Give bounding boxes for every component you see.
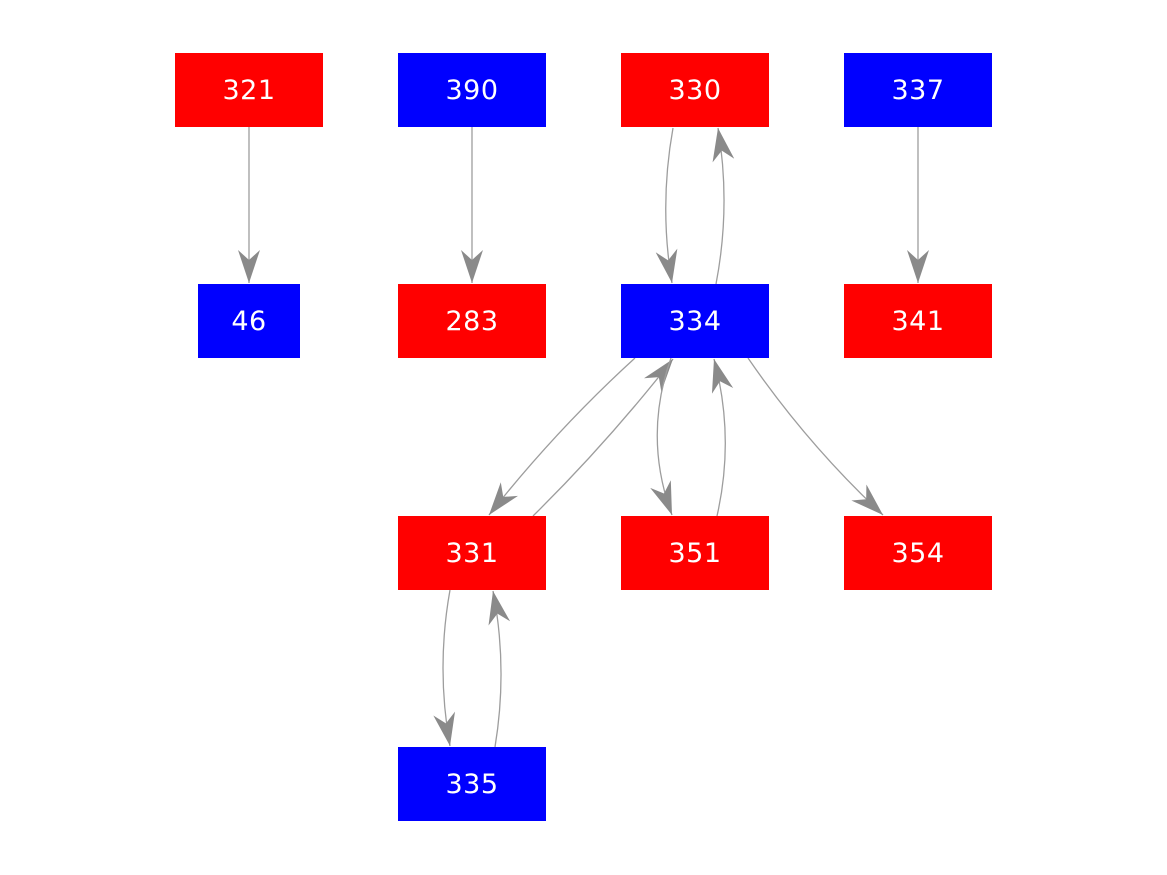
node-label: 335 bbox=[445, 768, 499, 800]
node-334: 334 bbox=[621, 284, 769, 358]
node-label: 351 bbox=[668, 537, 722, 569]
node-321: 321 bbox=[175, 53, 323, 127]
node-label: 390 bbox=[445, 74, 499, 106]
node-390: 390 bbox=[398, 53, 546, 127]
edge-334-330 bbox=[712, 127, 735, 285]
node-351: 351 bbox=[621, 516, 769, 590]
node-46: 46 bbox=[198, 284, 300, 358]
edge-334-354 bbox=[747, 357, 884, 516]
edge-334-331 bbox=[488, 357, 636, 516]
node-337: 337 bbox=[844, 53, 992, 127]
node-label: 330 bbox=[668, 74, 722, 106]
edge-335-331 bbox=[488, 590, 511, 748]
node-341: 341 bbox=[844, 284, 992, 358]
node-354: 354 bbox=[844, 516, 992, 590]
node-label: 331 bbox=[445, 537, 499, 569]
node-283: 283 bbox=[398, 284, 546, 358]
node-331: 331 bbox=[398, 516, 546, 590]
node-label: 354 bbox=[891, 537, 945, 569]
node-label: 337 bbox=[891, 74, 945, 106]
node-label: 334 bbox=[668, 305, 722, 337]
node-label: 341 bbox=[891, 305, 945, 337]
node-330: 330 bbox=[621, 53, 769, 127]
node-label: 283 bbox=[445, 305, 499, 337]
edge-331-335 bbox=[433, 589, 456, 747]
node-label: 321 bbox=[222, 74, 276, 106]
node-335: 335 bbox=[398, 747, 546, 821]
edge-351-334 bbox=[711, 358, 734, 517]
edge-334-351 bbox=[650, 357, 673, 516]
edge-331-334 bbox=[532, 358, 674, 517]
edge-330-334 bbox=[655, 127, 678, 284]
node-label: 46 bbox=[231, 305, 267, 337]
